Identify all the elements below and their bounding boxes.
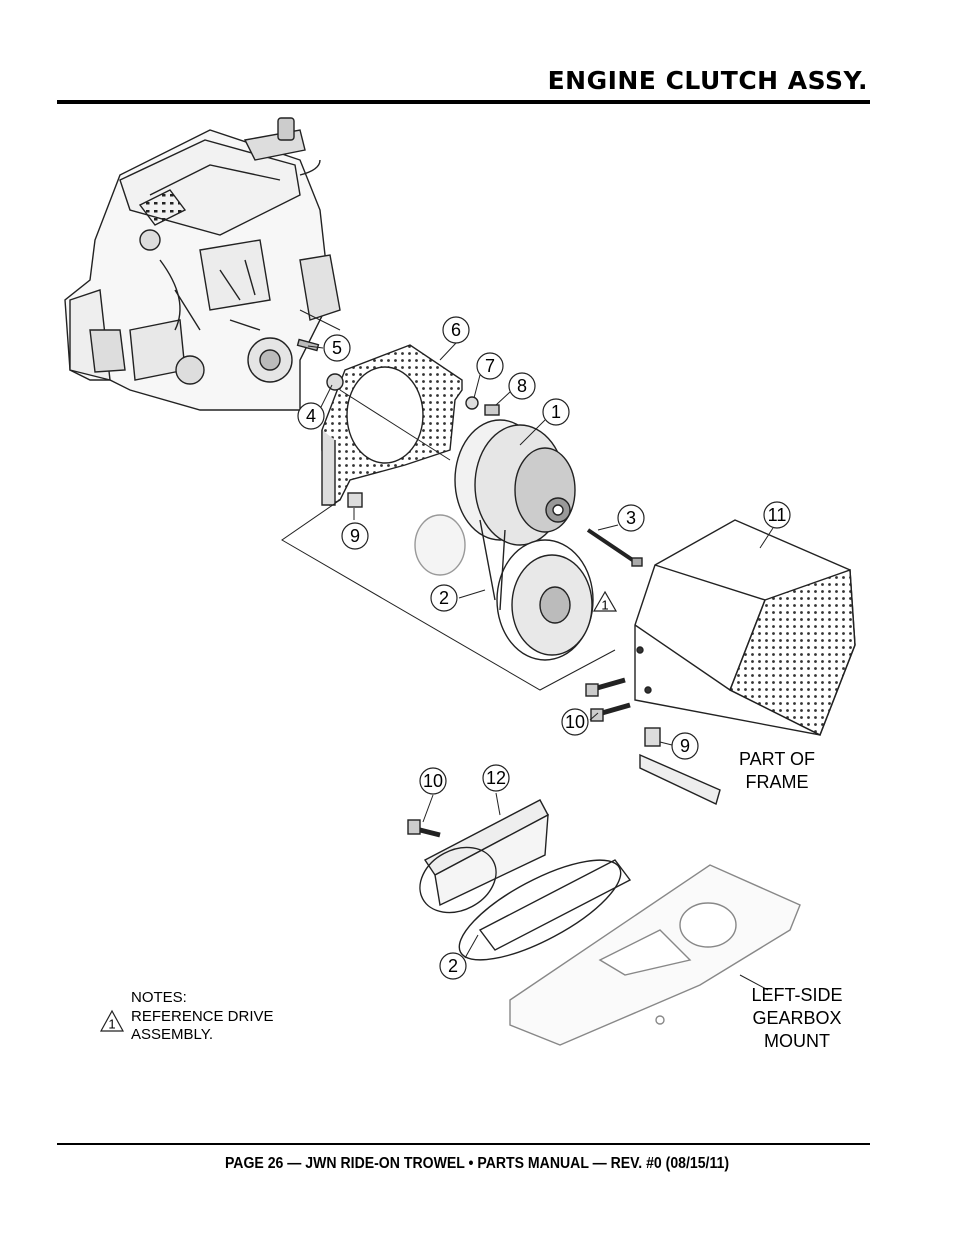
callout-5: 5: [332, 338, 342, 358]
belt-guard-drawing: [585, 519, 856, 805]
gearbox-mount-line1: LEFT-SIDE: [751, 985, 842, 1005]
notes-block: NOTES: REFERENCE DRIVE ASSEMBLY.: [131, 989, 274, 1045]
callout-10-upper: 10: [565, 712, 585, 732]
callout-9-lower: 9: [680, 736, 690, 756]
footer-rule: [57, 1143, 870, 1145]
reference-mark: 1: [601, 598, 608, 613]
part-of-frame-line2: FRAME: [746, 772, 809, 792]
callout-1: 1: [551, 402, 561, 422]
notes-heading: NOTES:: [131, 989, 187, 1006]
callout-6: 6: [451, 320, 461, 340]
callout-11: 11: [768, 505, 787, 525]
clutch-assembly-drawing: [296, 338, 643, 661]
gearbox-mount-line3: MOUNT: [764, 1031, 830, 1051]
callout-4: 4: [306, 406, 316, 426]
callout-7: 7: [485, 356, 495, 376]
part-of-frame-line1: PART OF: [739, 749, 815, 769]
page-title: ENGINE CLUTCH ASSY.: [547, 66, 868, 95]
callout-numbers: 6 5 7 8 4 1 9 3 11 2 10 9 10 12 2: [306, 320, 786, 976]
callout-9-upper: 9: [350, 526, 360, 546]
callout-circles: [297, 316, 791, 980]
notes-mark: 1: [108, 1017, 115, 1032]
callout-8: 8: [517, 376, 527, 396]
header-rule: [57, 100, 870, 104]
callout-12: 12: [486, 768, 506, 788]
callout-10-lower: 10: [423, 771, 443, 791]
reference-lines: [281, 309, 616, 691]
notes-triangle-icon: 1: [99, 1009, 125, 1032]
reference-triangle-icon: 1: [592, 590, 618, 613]
gearbox-mount-line2: GEARBOX: [752, 1008, 841, 1028]
part-labels: PART OF FRAME LEFT-SIDE GEARBOX MOUNT: [739, 749, 843, 1051]
engine-drawing: [64, 117, 341, 411]
callout-2-lower: 2: [448, 956, 458, 976]
lower-assembly-drawing: [407, 799, 801, 1046]
page-footer: PAGE 26 — JWN RIDE-ON TROWEL • PARTS MAN…: [224, 1155, 730, 1172]
leader-lines: [307, 342, 774, 991]
callout-2-upper: 2: [439, 588, 449, 608]
notes-line-2: ASSEMBLY.: [131, 1026, 213, 1043]
notes-line-1: REFERENCE DRIVE: [131, 1007, 274, 1025]
callout-3: 3: [626, 508, 636, 528]
